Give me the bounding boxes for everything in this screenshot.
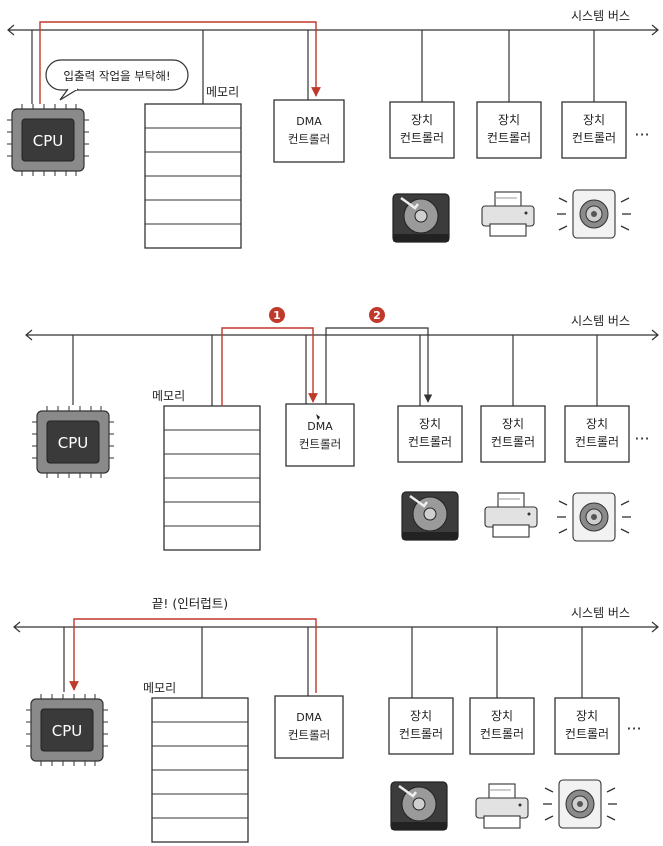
speaker-icon — [556, 189, 632, 239]
speech-bubble-text: 입출력 작업을 부탁해! — [63, 69, 170, 83]
ellipsis: ··· — [634, 125, 649, 144]
memory-label: 메모리 — [206, 85, 239, 99]
panel-1: 시스템 버스 CPU 입출력 작업을 부탁해! 메모리 DMA 컨트롤러 장치 … — [6, 9, 659, 249]
device-controller-box — [480, 405, 546, 463]
device-controller-box — [476, 101, 542, 159]
hard-disk-icon — [400, 490, 460, 542]
step-2-arrow — [325, 327, 433, 404]
dma-label: DMA — [307, 420, 333, 433]
device-controller-label: 컨트롤러 — [491, 435, 535, 449]
interrupt-arrow — [69, 618, 317, 693]
speech-bubble: 입출력 작업을 부탁해! — [45, 59, 189, 101]
cpu-label: CPU — [58, 434, 89, 452]
step-2-number: 2 — [373, 309, 381, 322]
step-1-arrow — [221, 327, 318, 406]
device-label: 장치 — [410, 709, 432, 723]
memory-label: 메모리 — [152, 389, 185, 403]
device-controller-label: 컨트롤러 — [565, 727, 609, 741]
device-controller-box — [561, 101, 627, 159]
step-1-badge — [269, 307, 285, 323]
speaker-icon — [542, 779, 618, 829]
device-label: 장치 — [498, 113, 520, 127]
ellipsis: ··· — [626, 719, 641, 738]
hard-disk-icon — [391, 192, 451, 244]
dma-controller-box — [273, 99, 345, 163]
device-controller-label: 컨트롤러 — [487, 131, 531, 145]
printer-icon — [475, 783, 529, 829]
device-controller-label: 컨트롤러 — [480, 727, 524, 741]
dma-label: DMA — [296, 115, 322, 128]
device-label: 장치 — [502, 417, 524, 431]
device-controller-box — [388, 697, 454, 755]
device-label: 장치 — [583, 113, 605, 127]
memory-block — [144, 103, 242, 249]
dma-label: DMA — [296, 711, 322, 724]
cursor-icon — [316, 414, 320, 420]
device-controller-box — [397, 405, 463, 463]
dma-controller-label: 컨트롤러 — [299, 437, 341, 451]
hard-disk-icon — [389, 780, 449, 832]
dma-controller-label: 컨트롤러 — [288, 728, 330, 742]
printer-icon — [484, 492, 538, 538]
device-controller-box — [554, 697, 620, 755]
interrupt-label: 끝! (인터럽트) — [152, 596, 228, 611]
device-controller-label: 컨트롤러 — [572, 131, 616, 145]
request-arrow — [39, 21, 321, 104]
device-controller-box — [469, 697, 535, 755]
dma-controller-box — [274, 695, 344, 759]
step-1-number: 1 — [273, 309, 281, 322]
ellipsis: ··· — [634, 429, 649, 448]
printer-icon — [481, 191, 535, 237]
step-2-badge — [369, 307, 385, 323]
cpu-label: CPU — [33, 132, 64, 150]
system-bus-label: 시스템 버스 — [571, 606, 630, 620]
device-controller-label: 컨트롤러 — [575, 435, 619, 449]
device-controller-label: 컨트롤러 — [408, 435, 452, 449]
dma-controller-label: 컨트롤러 — [288, 132, 330, 146]
memory-label: 메모리 — [143, 681, 176, 695]
device-controller-box — [564, 405, 630, 463]
panel-3: 시스템 버스 끝! (인터럽트) CPU 메모리 DMA 컨트롤러 장치 컨트롤… — [13, 596, 659, 843]
panel-2: 시스템 버스 CPU 메모리 1 DMA 컨트롤러 2 장치 컨트롤러 장치 컨… — [25, 307, 659, 551]
device-label: 장치 — [491, 709, 513, 723]
dma-controller-box — [285, 403, 355, 467]
device-label: 장치 — [576, 709, 598, 723]
device-controller-label: 컨트롤러 — [400, 131, 444, 145]
device-label: 장치 — [411, 113, 433, 127]
cpu-label: CPU — [52, 722, 83, 740]
system-bus-label: 시스템 버스 — [571, 9, 630, 23]
speaker-icon — [556, 492, 632, 542]
memory-block — [163, 405, 261, 551]
device-controller-box — [389, 101, 455, 159]
device-controller-label: 컨트롤러 — [399, 727, 443, 741]
device-label: 장치 — [419, 417, 441, 431]
system-bus-label: 시스템 버스 — [571, 314, 630, 328]
memory-block — [151, 697, 249, 843]
device-label: 장치 — [586, 417, 608, 431]
